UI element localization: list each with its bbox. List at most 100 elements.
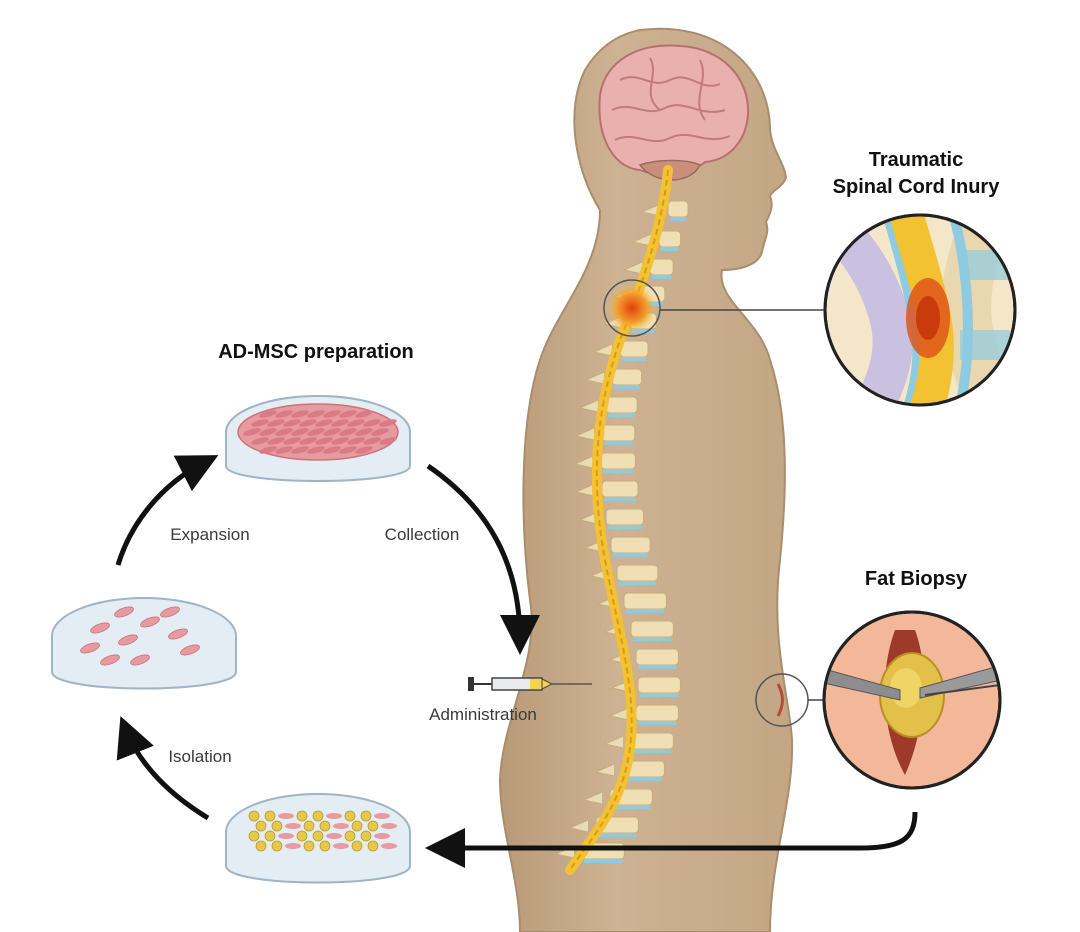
intervertebral-disc [624, 777, 663, 781]
stem-cell [339, 410, 357, 418]
stem-cell [355, 446, 373, 454]
stem-cell [374, 833, 390, 839]
stem-cell [355, 428, 373, 436]
vertebra [630, 732, 674, 750]
intervertebral-disc [608, 525, 642, 529]
stem-cell [283, 419, 301, 427]
fat-cell [303, 820, 315, 832]
intervertebral-disc [652, 275, 672, 279]
intervertebral-disc [612, 805, 651, 809]
intervertebral-disc [603, 469, 634, 473]
fat-cell [360, 810, 372, 822]
stem-cell [285, 843, 301, 849]
intervertebral-disc [584, 859, 623, 863]
spinous-process [568, 819, 589, 833]
stem-cell [267, 419, 285, 427]
stem-cell [285, 823, 301, 829]
intervertebral-disc [604, 441, 633, 445]
vertebra [605, 396, 638, 414]
fat-cell [367, 820, 379, 832]
arrow-fat-to-dish [425, 811, 918, 868]
spinous-process [608, 707, 629, 721]
vertebra [605, 508, 645, 526]
fat-cell [271, 840, 283, 852]
label-expansion: Expansion [170, 525, 249, 544]
spinous-process [592, 343, 613, 357]
fat-cell [319, 840, 331, 852]
fat-cell [303, 840, 315, 852]
fat-cell [264, 830, 276, 842]
stem-cell [326, 813, 342, 819]
intervertebral-disc [633, 749, 672, 753]
dish-cells-mixed [248, 810, 397, 852]
fat-cell [351, 840, 363, 852]
fat-cell [312, 810, 324, 822]
stem-cell [331, 437, 349, 445]
label-administration: Administration [429, 705, 537, 724]
fat-biopsy-inset [822, 610, 1002, 790]
intervertebral-disc [638, 665, 677, 669]
spinous-process [584, 371, 605, 385]
intervertebral-disc [613, 553, 649, 557]
brain-folds [611, 57, 731, 143]
stem-cell [243, 428, 261, 436]
stem-cell [315, 419, 333, 427]
stem-cell [278, 813, 294, 819]
label-ad-msc-preparation: AD-MSC preparation [218, 341, 414, 363]
fat-cell [248, 830, 260, 842]
stem-cell [100, 654, 120, 666]
stem-cell [307, 446, 325, 454]
stem-cell [259, 410, 277, 418]
stem-cell [307, 410, 325, 418]
stem-cell [267, 437, 285, 445]
injury-spot [608, 284, 656, 332]
vertebra [623, 592, 667, 610]
spinous-process [603, 735, 624, 749]
stem-cell [275, 428, 293, 436]
stem-cell [299, 437, 317, 445]
dish-isolation [225, 793, 411, 884]
stem-cell [278, 833, 294, 839]
vertebra [635, 648, 679, 666]
arrow-isolation [116, 716, 210, 821]
vertebra [616, 564, 659, 582]
stem-cell [323, 446, 341, 454]
intervertebral-disc [608, 413, 636, 417]
label-traumatic-line1: Traumatic [869, 149, 963, 171]
stem-cell [275, 410, 293, 418]
dish-expansion [51, 597, 237, 690]
spinous-process [574, 427, 595, 441]
vertebra [600, 452, 636, 470]
spinous-process [578, 511, 599, 525]
vertebra [630, 620, 674, 638]
arrow-expansion [115, 455, 219, 566]
syringe [468, 677, 592, 691]
spinous-process [573, 455, 594, 469]
spinous-process [574, 483, 595, 497]
vertebra [635, 704, 679, 722]
stem-cell [283, 437, 301, 445]
label-traumatic-line2: Spinal Cord Inury [833, 176, 1001, 198]
stem-cell [379, 419, 397, 427]
biopsy-incision [776, 683, 784, 717]
intervertebral-disc [619, 581, 656, 585]
stem-cell [315, 437, 333, 445]
fat-cell [344, 810, 356, 822]
fat-cell [264, 810, 276, 822]
stem-cell [379, 437, 397, 445]
spinous-process [622, 261, 643, 275]
injury-marker-ring [603, 279, 661, 337]
stem-cell [291, 410, 309, 418]
vertebra [601, 480, 639, 498]
intervertebral-disc [604, 497, 636, 501]
stem-cell [347, 437, 365, 445]
stem-cell [339, 428, 357, 436]
stem-cell [291, 428, 309, 436]
stem-cell [333, 843, 349, 849]
fat-cell [255, 840, 267, 852]
stem-cell [140, 616, 160, 628]
fat-cell [248, 810, 260, 822]
stem-cell [130, 654, 150, 666]
